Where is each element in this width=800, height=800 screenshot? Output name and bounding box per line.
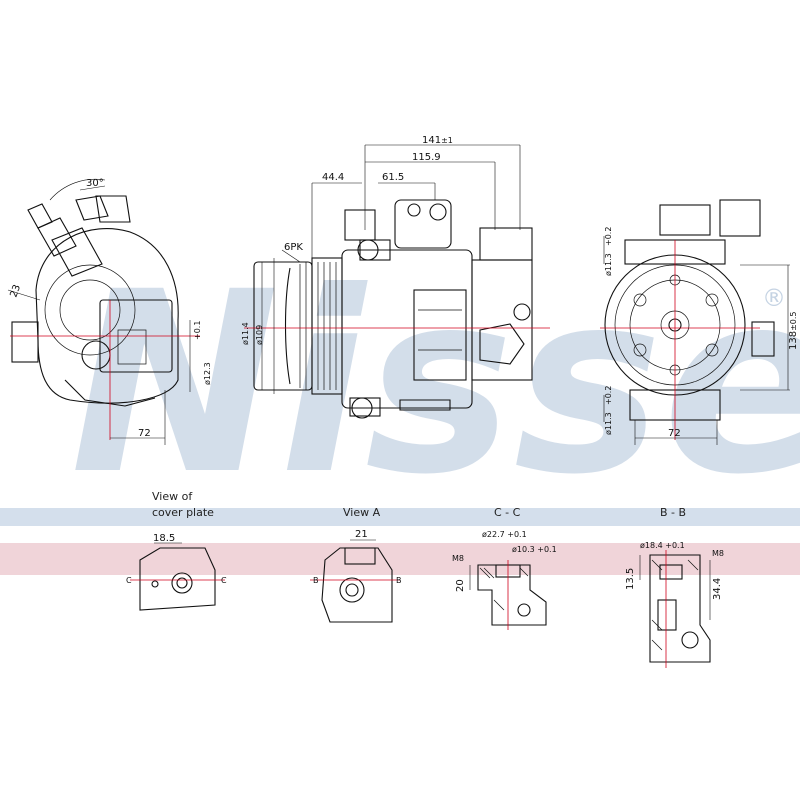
watermark-brand: Nissens: [70, 238, 800, 529]
dim-21: 21: [355, 529, 368, 540]
dim-34: 34.4: [712, 578, 723, 600]
dim-44: 44.4: [322, 172, 344, 183]
blue-band: [0, 508, 800, 526]
cover-sec-right: C: [221, 576, 227, 585]
bb-section-detail: [639, 550, 711, 668]
cc-title: C - C: [494, 506, 521, 519]
left-compressor-view: [7, 178, 200, 445]
cover-title-2: cover plate: [152, 506, 214, 519]
dim-13: 13.5: [625, 568, 636, 590]
dim-61: 61.5: [382, 172, 404, 183]
cc-m8: M8: [452, 554, 464, 563]
cover-title-1: View of: [152, 490, 193, 503]
dim-20: 20: [455, 579, 466, 592]
dim-dia12: ø12.3: [203, 362, 212, 385]
registered-mark: ®: [762, 284, 786, 312]
dim-141: 141±1: [422, 135, 453, 146]
view-a-title: View A: [343, 506, 381, 519]
cover-sec-left: C: [126, 576, 132, 585]
cc-section-detail: [469, 560, 547, 630]
dim-138: 138±0.5: [788, 311, 799, 350]
cover-plate-detail: [130, 542, 225, 611]
bb-m8: M8: [712, 549, 724, 558]
side-compressor-view: [244, 144, 550, 419]
dim-dia11-top-tol: +0.2: [604, 227, 613, 246]
dim-115: 115.9: [412, 152, 441, 163]
dim-72-left: 72: [138, 428, 151, 439]
dim-dia11-bottom-tol: +0.2: [604, 386, 613, 405]
dim-dia11-top: ø11.3: [604, 253, 613, 276]
dim-dia12-tol: +0.1: [193, 321, 202, 340]
dim-dia18: ø18.4 +0.1: [640, 541, 685, 550]
dim-dia109: ø109: [255, 325, 264, 345]
view-a-sec-right: B: [396, 576, 402, 585]
dim-dia11-bottom: ø11.3: [604, 412, 613, 435]
dim-18: 18.5: [153, 533, 175, 544]
spk-label: 6PK: [284, 242, 303, 253]
bb-title: B - B: [660, 506, 686, 519]
dim-23: 23: [8, 283, 23, 299]
dim-dia10: ø10.3 +0.1: [512, 545, 557, 554]
right-compressor-view: [600, 199, 790, 445]
view-a-detail: [310, 539, 400, 623]
watermark: Nissens ®: [70, 238, 800, 529]
dim-dia22: ø22.7 +0.1: [482, 530, 527, 539]
dim-dia114: ø11.4: [241, 322, 250, 345]
dim-72-right: 72: [668, 428, 681, 439]
view-a-sec-left: B: [313, 576, 319, 585]
angle-label: 30°: [86, 178, 104, 189]
pink-band: [0, 543, 800, 575]
